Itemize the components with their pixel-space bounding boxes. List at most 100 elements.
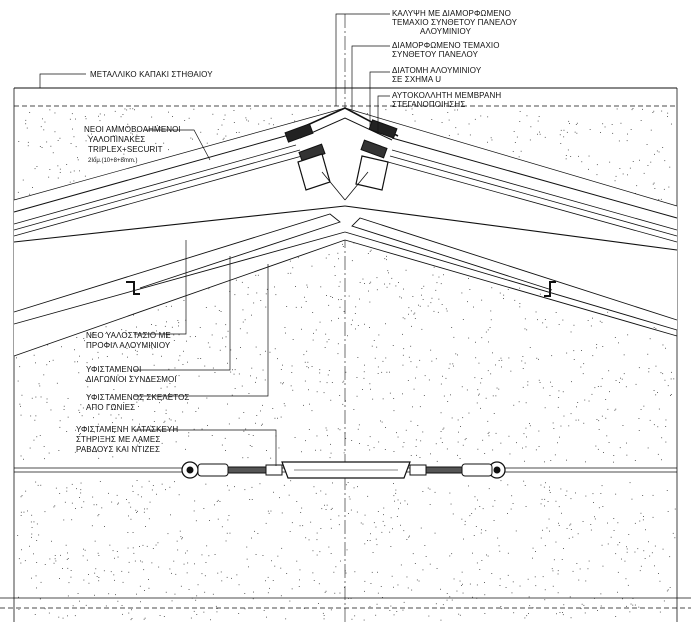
stipple-dot [659, 580, 661, 582]
stipple-dot [160, 399, 162, 401]
stipple-dot [78, 372, 80, 374]
stipple-dot [248, 566, 249, 568]
stipple-dot [565, 158, 567, 160]
label-new-frame-2: ΠΡΟΦΙΛ ΑΛΟΥΜΙΝΙΟΥ [86, 341, 171, 350]
stipple-dot [636, 185, 638, 187]
stipple-dot [569, 123, 570, 124]
stipple-dot [415, 446, 417, 447]
stipple-dot [99, 120, 101, 122]
stipple-dot [558, 506, 560, 508]
stipple-dot [133, 342, 135, 343]
stipple-dot [301, 328, 302, 330]
stipple-dot [380, 586, 382, 587]
stipple-dot [631, 109, 633, 111]
stipple-dot [667, 112, 669, 114]
stipple-dot [462, 319, 464, 320]
stipple-dot [654, 153, 655, 155]
stipple-dot [335, 566, 337, 568]
label-bracing-1: ΥΦΙΣΤΑΜΕΝΟΙ [86, 365, 141, 374]
stipple-dot [622, 598, 623, 600]
stipple-dot [31, 514, 33, 516]
stipple-dot [630, 603, 632, 605]
stipple-dot [160, 127, 162, 129]
stipple-dot [227, 330, 229, 332]
stipple-dot [653, 110, 655, 112]
stipple-dot [535, 311, 537, 313]
stipple-dot [83, 548, 84, 550]
stipple-dot [274, 417, 276, 419]
stipple-dot [201, 573, 203, 575]
stipple-dot [588, 560, 590, 562]
stipple-dot [295, 286, 296, 287]
stipple-dot [590, 524, 592, 525]
stipple-dot [319, 551, 321, 553]
stipple-dot [186, 572, 188, 574]
stipple-dot [322, 612, 324, 614]
stipple-dot [461, 518, 463, 520]
stipple-dot [419, 359, 421, 361]
stipple-dot [238, 417, 240, 419]
tie-rod-assembly [14, 461, 677, 479]
stipple-dot [519, 306, 521, 308]
stipple-dot [577, 402, 579, 403]
stipple-dot [199, 327, 201, 328]
stipple-dot [146, 545, 148, 547]
stipple-dot [230, 371, 232, 373]
stipple-dot [607, 408, 609, 410]
stipple-dot [225, 336, 227, 338]
stipple-dot [511, 495, 513, 497]
stipple-dot [626, 548, 628, 550]
stipple-dot [557, 573, 559, 575]
stipple-dot [527, 381, 529, 383]
stipple-dot [549, 489, 550, 491]
stipple-dot [662, 548, 664, 550]
stipple-dot [396, 432, 397, 434]
stipple-dot [127, 532, 129, 533]
stipple-dot [487, 555, 489, 557]
stipple-dot [619, 382, 620, 383]
label-support-3: ΡΑΒΔΟΥΣ ΚΑΙ ΝΤΙΖΕΣ [76, 445, 160, 454]
stipple-dot [150, 425, 152, 427]
stipple-dot [639, 159, 640, 161]
stipple-dot [630, 129, 632, 130]
stipple-dot [542, 322, 544, 324]
stipple-dot [584, 399, 586, 401]
stipple-dot [188, 589, 190, 590]
stipple-dot [647, 165, 649, 166]
stipple-dot [241, 385, 243, 387]
stipple-dot [381, 421, 383, 423]
stipple-dot [156, 493, 157, 495]
stipple-dot [113, 574, 115, 576]
stipple-dot [372, 552, 374, 553]
stipple-dot [640, 409, 642, 410]
stipple-dot [70, 143, 72, 144]
stipple-dot [524, 318, 526, 320]
stipple-dot [342, 403, 344, 405]
stipple-dot [135, 509, 137, 511]
stipple-dot [95, 156, 97, 158]
stipple-dot [190, 137, 192, 139]
stipple-dot [357, 486, 358, 488]
stipple-dot [174, 481, 175, 483]
stipple-dot [234, 486, 235, 488]
stipple-dot [590, 529, 592, 531]
stipple-dot [36, 523, 38, 525]
stipple-dot [68, 582, 70, 584]
stipple-dot [613, 455, 615, 456]
stipple-dot [244, 319, 246, 321]
stipple-dot [337, 353, 339, 355]
stipple-dot [185, 552, 186, 554]
stipple-dot [339, 592, 341, 594]
stipple-dot [161, 483, 163, 485]
stipple-dot [389, 392, 391, 394]
stipple-dot [390, 605, 392, 607]
stipple-dot [375, 526, 377, 528]
stipple-dot [221, 526, 223, 528]
stipple-dot [128, 561, 130, 563]
stipple-dot [241, 281, 243, 283]
stipple-dot [612, 132, 614, 134]
stipple-dot [54, 112, 56, 114]
stipple-dot [474, 377, 476, 379]
stipple-dot [657, 426, 659, 428]
stipple-dot [35, 362, 36, 364]
